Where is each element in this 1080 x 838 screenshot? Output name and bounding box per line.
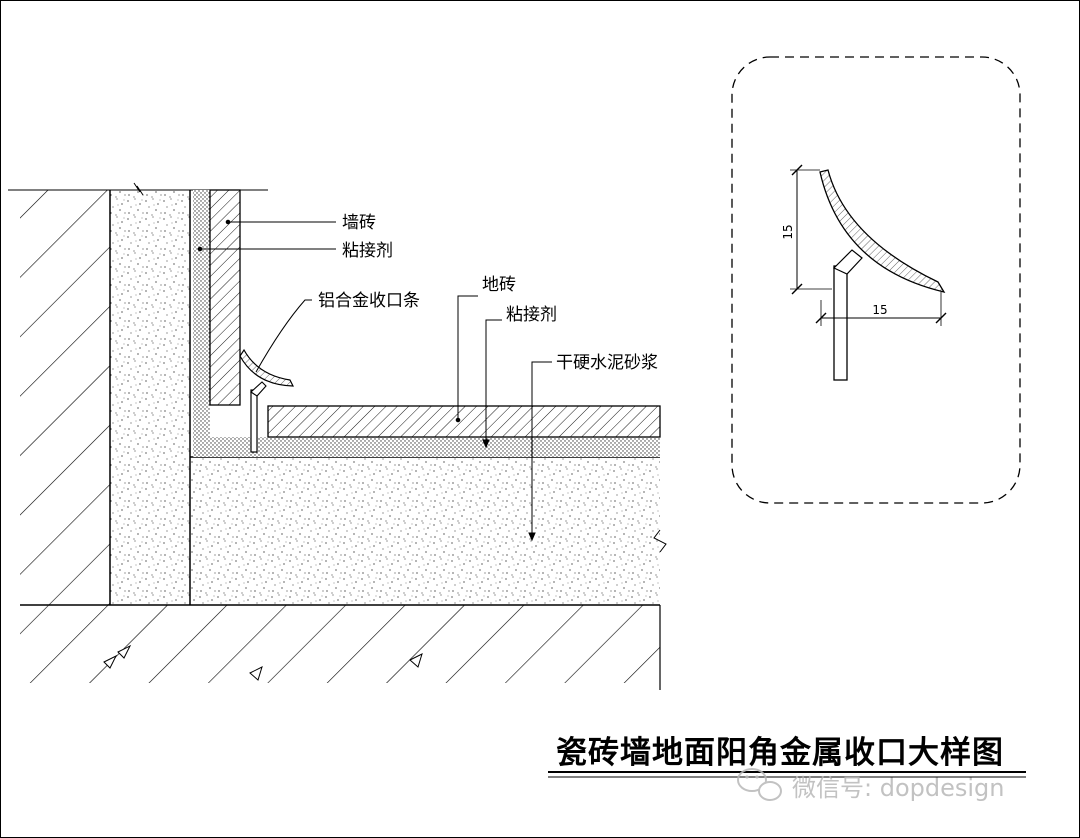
dim-width: 15 — [872, 303, 887, 317]
drawing-title: 瓷砖墙地面阳角金属收口大样图 — [556, 735, 1004, 771]
label-floor-adhesive: 粘接剂 — [506, 305, 557, 325]
label-wall-tile: 墙砖 — [342, 213, 376, 233]
floor-adhesive-layer — [193, 437, 660, 457]
wall-adhesive-layer — [193, 190, 211, 457]
wall-tile — [209, 189, 241, 406]
aluminum-trim-profile — [239, 348, 294, 453]
wechat-icon — [737, 768, 782, 801]
ground-slab — [20, 604, 661, 690]
watermark: 微信号: dopdesign — [737, 768, 1004, 802]
wall-render-layer — [110, 190, 191, 605]
trim-detail-callout: 15 15 — [731, 56, 1021, 504]
label-aluminum-trim: 铝合金收口条 — [318, 291, 420, 311]
label-wall-adhesive: 粘接剂 — [342, 241, 393, 261]
label-floor-tile: 地砖 — [482, 275, 516, 295]
label-mortar: 干硬水泥砂浆 — [556, 353, 658, 373]
dim-height: 15 — [781, 224, 795, 239]
watermark-text: 微信号: dopdesign — [792, 774, 1004, 802]
leader-lines — [197, 219, 552, 542]
drawing-title-block: 瓷砖墙地面阳角金属收口大样图 — [548, 735, 1026, 778]
floor-mortar-bed — [190, 456, 667, 605]
floor-tile — [267, 405, 661, 438]
